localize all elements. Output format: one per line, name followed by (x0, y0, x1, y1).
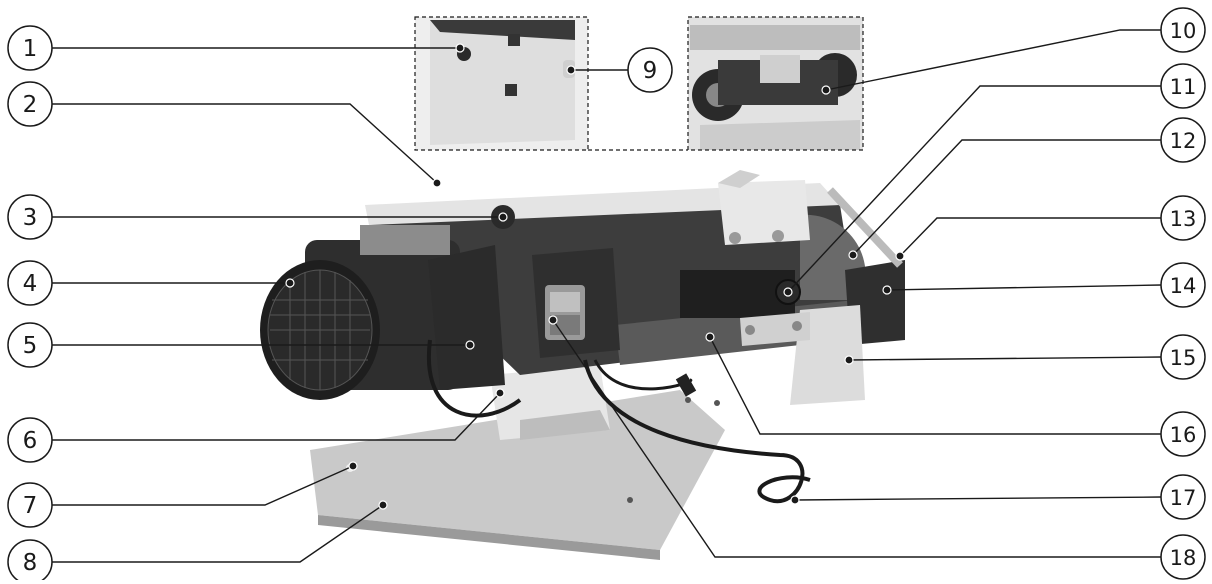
callout-number-15: 15 (1170, 346, 1197, 370)
callout-4: 4 (7, 260, 53, 306)
callout-number-9: 9 (643, 58, 658, 84)
callout-7: 7 (7, 482, 53, 528)
leader-dot-7 (348, 461, 358, 471)
callout-15: 15 (1160, 334, 1206, 380)
leader-dot-18 (548, 315, 558, 325)
callout-17: 17 (1160, 474, 1206, 520)
leader-line-10 (825, 29, 1161, 91)
callout-circle-2 (7, 81, 53, 127)
callout-circle-15 (1160, 334, 1206, 380)
leader-line-14 (886, 284, 1162, 291)
callout-circle-1 (7, 25, 53, 71)
callout-circle-18 (1160, 534, 1206, 580)
callout-circle-11 (1160, 63, 1206, 109)
callout-circle-8 (7, 539, 53, 584)
leader-dot-6 (495, 388, 505, 398)
callout-number-3: 3 (23, 205, 38, 231)
leader-line-12 (852, 139, 1161, 256)
callout-circle-13 (1160, 195, 1206, 241)
callout-circle-3 (7, 194, 53, 240)
callout-circle-5 (7, 322, 53, 368)
callout-number-11: 11 (1170, 75, 1197, 99)
leader-dot-8 (378, 500, 388, 510)
callout-1: 1 (7, 25, 53, 71)
leader-dot-12 (848, 250, 858, 260)
base-plate (310, 390, 725, 550)
machine-illustration (260, 170, 905, 560)
callout-number-16: 16 (1170, 423, 1197, 447)
callout-number-18: 18 (1170, 546, 1197, 570)
leader-dot-15 (844, 355, 854, 365)
callout-2: 2 (7, 81, 53, 127)
callout-circle-6 (7, 417, 53, 463)
power-cord (583, 359, 811, 504)
callout-number-17: 17 (1170, 486, 1197, 510)
leader-line-18 (552, 319, 1161, 558)
leader-dot-9 (566, 65, 576, 75)
leader-dot-5 (465, 340, 475, 350)
leader-dot-2 (432, 178, 442, 188)
leader-dot-11 (783, 287, 793, 297)
leader-dot-13 (895, 251, 905, 261)
callout-8: 8 (7, 539, 53, 584)
callout-10: 10 (1160, 7, 1206, 53)
leader-line-2 (52, 103, 438, 184)
callout-number-5: 5 (23, 333, 38, 359)
callout-circle-4 (7, 260, 53, 306)
leader-line-16 (709, 336, 1161, 435)
leader-lines (52, 29, 1162, 563)
callout-number-2: 2 (23, 92, 38, 118)
callout-number-7: 7 (23, 493, 38, 519)
leader-line-17 (794, 496, 1162, 501)
leader-dots (285, 43, 905, 510)
leader-line-13 (899, 217, 1161, 257)
leader-dot-10 (821, 85, 831, 95)
callout-16: 16 (1160, 411, 1206, 457)
callout-number-13: 13 (1170, 207, 1197, 231)
leader-dot-4 (285, 278, 295, 288)
callout-number-4: 4 (23, 271, 38, 297)
callout-6: 6 (7, 417, 53, 463)
callout-number-8: 8 (23, 550, 38, 576)
callout-number-14: 14 (1170, 274, 1197, 298)
leader-dot-17 (790, 495, 800, 505)
leader-dot-16 (705, 332, 715, 342)
callout-5: 5 (7, 322, 53, 368)
capacitor-box (428, 245, 505, 390)
leader-line-11 (787, 85, 1161, 293)
leader-dot-1 (455, 43, 465, 53)
callout-9: 9 (627, 47, 673, 93)
callout-number-6: 6 (23, 428, 38, 454)
callout-12: 12 (1160, 117, 1206, 163)
callout-18: 18 (1160, 534, 1206, 580)
callout-number-10: 10 (1170, 19, 1197, 43)
callout-11: 11 (1160, 63, 1206, 109)
callout-circle-17 (1160, 474, 1206, 520)
callout-circle-10 (1160, 7, 1206, 53)
callout-circle-7 (7, 482, 53, 528)
callout-3: 3 (7, 194, 53, 240)
callout-14: 14 (1160, 262, 1206, 308)
platen-block (718, 180, 810, 245)
callout-circle-14 (1160, 262, 1206, 308)
inset-right (687, 16, 864, 151)
leader-line-8 (52, 504, 384, 563)
leader-line-7 (52, 465, 354, 506)
callout-13: 13 (1160, 195, 1206, 241)
callout-number-12: 12 (1170, 129, 1197, 153)
leader-dot-3 (498, 212, 508, 222)
callout-number-1: 1 (23, 36, 38, 62)
callout-circle-9 (627, 47, 673, 93)
leader-dot-14 (882, 285, 892, 295)
inset-left (414, 16, 589, 151)
leader-line-6 (52, 392, 501, 441)
leader-line-15 (848, 356, 1162, 361)
callout-circle-16 (1160, 411, 1206, 457)
callout-circle-12 (1160, 117, 1206, 163)
